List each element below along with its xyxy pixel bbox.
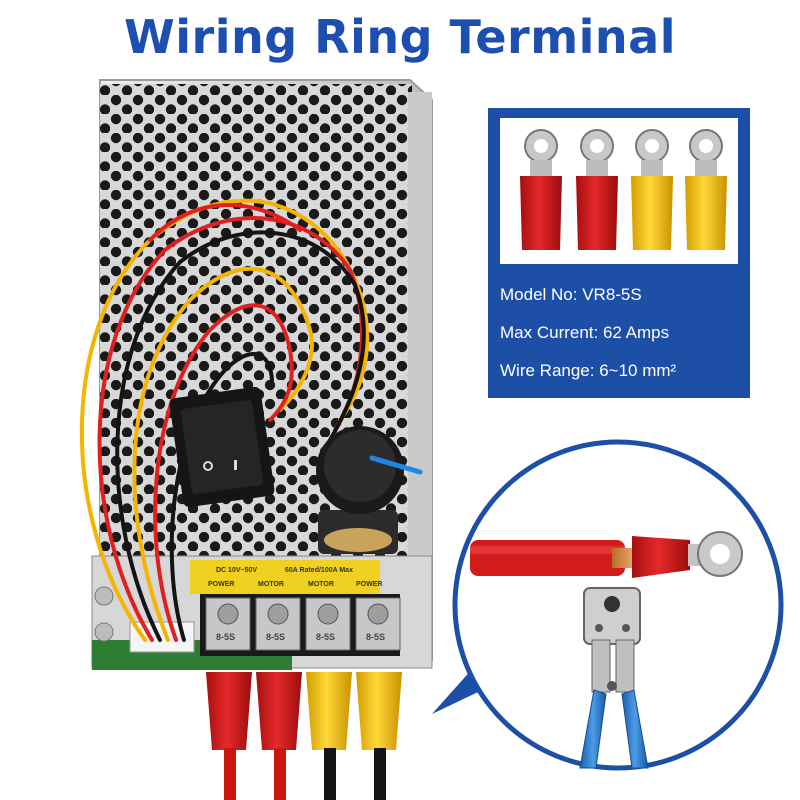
terminal-screws: 8-5S 8-5S 8-5S 8-5S bbox=[205, 597, 401, 651]
spec-wire-range: Wire Range: 6~10 mm² bbox=[500, 361, 677, 380]
rating-label: 60A Rated/100A Max bbox=[285, 567, 353, 574]
motor-controller: DC 10V~50V 60A Rated/100A Max POWER MOTO… bbox=[91, 79, 433, 670]
lug-mark-3: 8-5S bbox=[316, 632, 335, 642]
terminal-label-3: MOTOR bbox=[308, 581, 334, 588]
spec-panel: Model No: VR8-5S Max Current: 62 Amps Wi… bbox=[488, 108, 750, 398]
spec-model: Model No: VR8-5S bbox=[500, 285, 642, 304]
crimp-callout bbox=[432, 439, 784, 771]
spec-current: Max Current: 62 Amps bbox=[500, 323, 670, 342]
lug-mark-1: 8-5S bbox=[216, 632, 235, 642]
terminal-label-1: POWER bbox=[208, 581, 234, 588]
rocker-switch bbox=[169, 386, 275, 508]
terminal-label-2: MOTOR bbox=[258, 581, 284, 588]
lug-mark-4: 8-5S bbox=[366, 632, 385, 642]
page-title: Wiring Ring Terminal bbox=[124, 10, 676, 64]
spec-list: Model No: VR8-5S Max Current: 62 Amps Wi… bbox=[500, 276, 746, 390]
terminal-preview bbox=[500, 118, 738, 264]
installed-terminals bbox=[206, 672, 402, 800]
speed-knob bbox=[316, 426, 423, 554]
terminal-label-4: POWER bbox=[356, 581, 382, 588]
voltage-label: DC 10V~50V bbox=[216, 567, 257, 574]
signal-wires bbox=[79, 198, 370, 642]
lug-mark-2: 8-5S bbox=[266, 632, 285, 642]
